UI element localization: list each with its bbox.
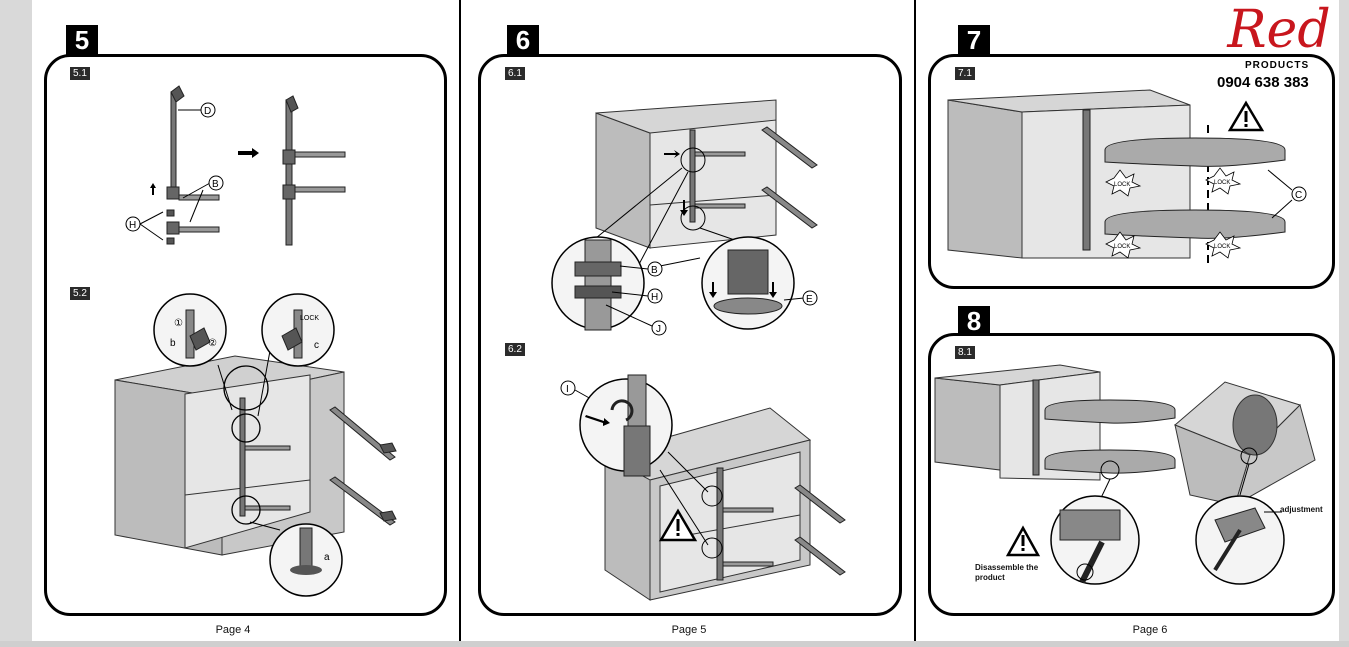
arrow-down-icon xyxy=(709,282,717,298)
part-label-j: J xyxy=(656,324,661,335)
brand-logo: Red PRODUCTS 0904 638 383 xyxy=(1215,2,1343,92)
disassemble-note: Disassemble the product xyxy=(975,563,1039,582)
left-margin-strip xyxy=(0,0,32,647)
warning-icon xyxy=(658,508,698,542)
tilted-cabinet xyxy=(1174,381,1316,507)
part-label-h: H xyxy=(129,220,136,231)
step-8-badge: 8 xyxy=(958,306,990,336)
arrow-right-icon xyxy=(238,148,259,158)
label-step-two: ② xyxy=(208,338,217,349)
part-label-h: H xyxy=(651,292,658,303)
brand-tagline: PRODUCTS xyxy=(1245,60,1310,71)
page-divider xyxy=(459,0,461,641)
label-c: c xyxy=(314,340,319,351)
page-number: Page 6 xyxy=(1132,624,1168,636)
right-margin-strip xyxy=(1339,0,1349,647)
substep-6-2-tag: 6.2 xyxy=(505,343,525,356)
lock-label: LOCK xyxy=(300,315,319,322)
pole-in-cabinet xyxy=(716,467,774,581)
part-label-e: E xyxy=(806,294,813,305)
pole-in-cabinet xyxy=(1082,109,1091,251)
lock-label: LOCK xyxy=(1214,180,1230,186)
step-7-badge: 7 xyxy=(958,25,990,55)
step-6-illustration: B H J E I xyxy=(551,99,846,601)
cabinet xyxy=(114,355,345,556)
arrow-down-icon xyxy=(680,200,688,216)
arrow-insert-icon xyxy=(585,415,610,426)
page-divider xyxy=(914,0,916,641)
pole-assembled-view xyxy=(282,95,346,246)
part-label-b: B xyxy=(651,265,658,276)
arrow-up-icon xyxy=(150,183,156,195)
label-step-one: ① xyxy=(174,318,183,329)
pole-in-cabinet xyxy=(239,397,291,517)
carousel-shelves xyxy=(1044,399,1176,474)
page-number: Page 4 xyxy=(215,624,251,636)
step-6-badge: 6 xyxy=(507,25,539,55)
substep-6-1-tag: 6.1 xyxy=(505,67,525,80)
detail-circle-adjustment xyxy=(1195,495,1285,585)
warning-icon xyxy=(1227,100,1265,132)
cabinet xyxy=(603,407,812,601)
pole-in-cabinet xyxy=(689,129,746,223)
label-a: a xyxy=(324,552,330,563)
label-b: b xyxy=(170,338,176,349)
shelf-arms xyxy=(794,484,846,576)
substep-5-2-tag: 5.2 xyxy=(70,287,90,300)
step-7-8-illustration: LOCK LOCK LOCK LOCK C xyxy=(934,89,1316,585)
arrow-right-icon xyxy=(664,150,680,158)
lock-burst-icon xyxy=(1105,167,1242,259)
step-5-badge: 5 xyxy=(66,25,98,55)
bottom-margin-strip xyxy=(0,641,1349,647)
cabinet xyxy=(595,99,777,249)
shelf-arms xyxy=(761,126,818,229)
part-label-i: I xyxy=(566,384,569,395)
adjustment-note: adjustment xyxy=(1280,505,1323,514)
part-label-b: B xyxy=(212,179,219,190)
step-5-illustration: D B H b xyxy=(114,85,397,597)
substep-7-1-tag: 7.1 xyxy=(955,67,975,80)
lock-label: LOCK xyxy=(1214,244,1230,250)
lock-label: LOCK xyxy=(1114,244,1130,250)
brand-name: Red xyxy=(1227,0,1331,60)
pole-exploded-view xyxy=(166,85,220,245)
page-number: Page 5 xyxy=(671,624,707,636)
carousel-shelves xyxy=(1104,137,1286,239)
warning-icon xyxy=(1005,525,1041,557)
part-label-c: C xyxy=(1295,190,1302,201)
shelf-arms xyxy=(329,406,397,526)
part-label-d: D xyxy=(204,106,211,117)
brand-phone: 0904 638 383 xyxy=(1217,74,1309,91)
substep-5-1-tag: 5.1 xyxy=(70,67,90,80)
pole-in-cabinet xyxy=(1032,379,1040,476)
substep-8-1-tag: 8.1 xyxy=(955,346,975,359)
lock-label: LOCK xyxy=(1114,182,1130,188)
arrow-down-icon xyxy=(769,282,777,298)
